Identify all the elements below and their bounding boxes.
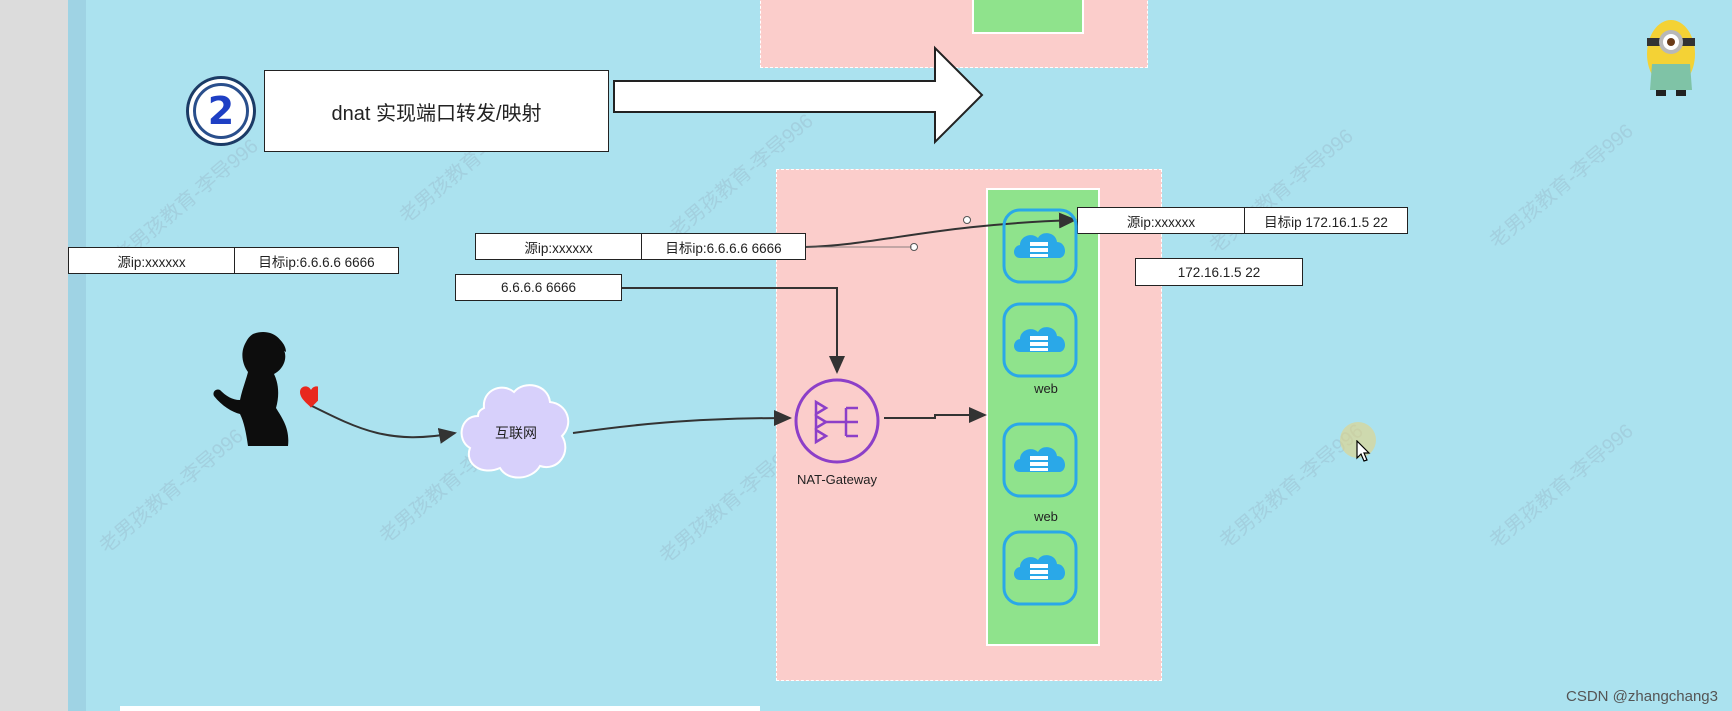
server-label: web — [1034, 381, 1058, 396]
server-label: web — [1034, 509, 1058, 524]
step-title: dnat 实现端口转发/映射 — [264, 70, 609, 152]
server-cloud-icon — [1002, 302, 1078, 378]
packet-src: 源ip:xxxxxx — [117, 254, 186, 270]
big-arrow — [613, 45, 984, 145]
step-number: 2 — [207, 89, 235, 133]
private-address: 172.16.1.5 22 — [1135, 258, 1303, 286]
step-badge: 2 — [186, 76, 256, 146]
upper-server-group — [972, 0, 1084, 34]
packet-header-mid: 源ip:xxxxxx 目标ip:6.6.6.6 6666 — [475, 233, 806, 260]
server-cloud-icon — [1002, 208, 1078, 284]
packet-header-left: 源ip:xxxxxx 目标ip:6.6.6.6 6666 — [68, 247, 399, 274]
minion-mascot-icon — [1647, 20, 1695, 96]
left-blue-strip — [68, 0, 86, 711]
bottom-edge — [120, 706, 760, 711]
packet-src: 源ip:xxxxxx — [524, 240, 593, 256]
packet-src: 源ip:xxxxxx — [1126, 214, 1196, 230]
left-gray-margin — [0, 0, 68, 711]
packet-header-right: 源ip:xxxxxx 目标ip 172.16.1.5 22 — [1077, 207, 1408, 234]
packet-dst: 目标ip 172.16.1.5 22 — [1244, 208, 1407, 233]
footer-credit: CSDN @zhangchang3 — [1566, 688, 1718, 705]
user-silhouette-icon — [213, 331, 318, 446]
packet-dst: 目标ip:6.6.6.6 6666 — [234, 248, 398, 273]
server-cloud-icon — [1002, 422, 1078, 498]
gateway-label: NAT-Gateway — [797, 472, 877, 487]
packet-dst: 目标ip:6.6.6.6 6666 — [641, 234, 805, 259]
mouse-cursor-icon — [1356, 440, 1371, 462]
internet-cloud-icon — [460, 384, 570, 479]
server-cloud-icon — [1002, 530, 1078, 606]
public-address: 6.6.6.6 6666 — [455, 274, 622, 301]
internet-label: 互联网 — [495, 425, 537, 441]
nat-gateway-icon — [794, 378, 880, 464]
